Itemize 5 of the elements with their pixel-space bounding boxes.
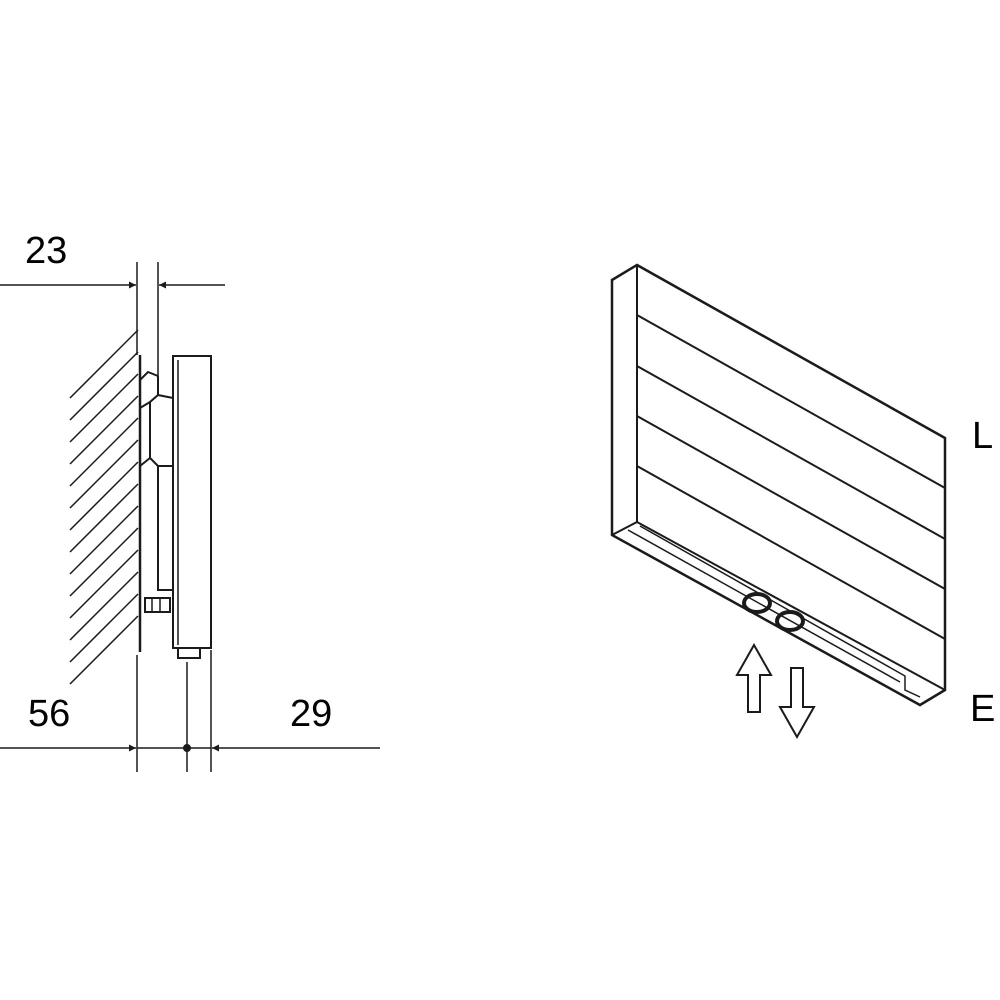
side-label: L bbox=[972, 417, 994, 455]
dimension-label: 29 bbox=[290, 695, 332, 733]
side-label: E bbox=[970, 690, 996, 728]
dimension-label: 23 bbox=[25, 232, 68, 270]
dimension-label: 56 bbox=[28, 695, 70, 733]
